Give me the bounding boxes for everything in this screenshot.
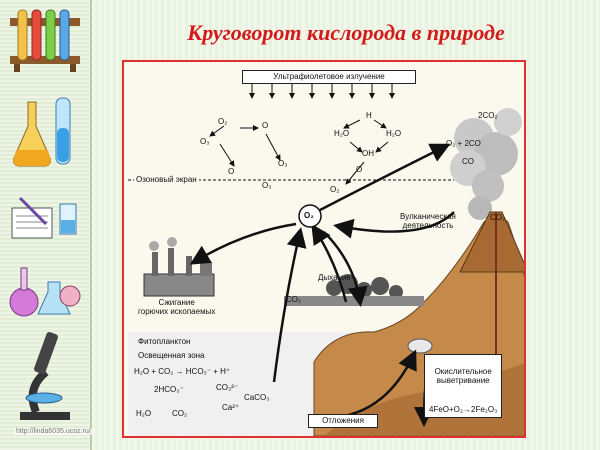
page-title: Круговорот кислорода в природе: [187, 20, 505, 45]
equation-1: H₂O + CO₂ → HCO₃⁻ + H⁺: [134, 367, 231, 376]
caco3-label: CaCO₃: [244, 393, 270, 402]
volcano-co: CO: [462, 157, 474, 166]
test-tube-rack-icon: [10, 9, 80, 72]
oxidation-equation: 4FeO+O₂→2Fe₂O₃: [429, 404, 498, 414]
h2o-b: H₂O: [386, 129, 402, 138]
oxygen-cycle-diagram: Ультрафиолетовое излучение O₂ O O₃ O₃ O …: [122, 60, 526, 438]
burning-label: Сжигание горючих ископаемых: [138, 298, 216, 317]
chemistry-glassware-icon: [9, 267, 81, 317]
ca-label: Ca²⁺: [222, 403, 240, 412]
breathing-label: Дыхание: [318, 273, 351, 282]
volcanic-cloud: [450, 108, 522, 220]
uv-label: Ультрафиолетовое излучение: [242, 70, 416, 84]
factory-icon: [143, 237, 215, 297]
ozone-screen-label: Озоновый экран: [134, 175, 199, 184]
oh-label: OH: [362, 149, 374, 158]
oxidation-label: Окислительное выветривание: [434, 366, 492, 386]
co2-land: CO₂: [286, 295, 302, 304]
microscope-icon: [20, 332, 70, 420]
volcano-co2: CO₂: [490, 213, 506, 222]
ozone-reaction-arrows: [209, 119, 389, 185]
decorative-sidebar: http://linda6035.ucoz.ru/: [0, 0, 93, 450]
h2o-a: H₂O: [334, 129, 350, 138]
volcano: [459, 211, 524, 273]
o2-a: O₂: [218, 117, 228, 126]
equation-2: 2HCO₃⁻: [154, 385, 184, 394]
pond: [407, 338, 433, 354]
o3-low: O₃: [262, 181, 272, 190]
volcano-eq: O₂ + 2CO: [446, 139, 481, 148]
o2-center: O₂: [304, 211, 314, 220]
volcano-top: 2CO₂: [478, 111, 498, 120]
o2-b: O₂: [330, 185, 340, 194]
o3-b: O₃: [278, 159, 288, 168]
co2-bottom: CO₂: [172, 409, 188, 418]
volcano-label: Вулканическая деятельность: [400, 212, 456, 231]
source-url: http://linda6035.ucoz.ru/: [14, 428, 93, 435]
oxidation-box: Окислительное выветривание 4FeO+O₂→2Fe₂O…: [424, 354, 503, 418]
h2o-bottom: H₂O: [136, 409, 152, 418]
h-label: H: [366, 111, 372, 120]
phytoplankton-label: Фитопланктон: [138, 337, 191, 346]
o3-a: O₃: [200, 137, 210, 146]
lit-zone-label: Освещенная зона: [138, 351, 205, 360]
o-a: O: [262, 121, 269, 130]
equation-2-right: CO₃²⁻: [216, 383, 239, 392]
oxygen-center-circle: [298, 204, 322, 228]
o-b: O: [228, 167, 235, 176]
notebook-and-beaker-icon: [11, 196, 77, 239]
flasks-icon: [13, 97, 71, 167]
deposits-label: Отложения: [308, 414, 378, 428]
o-low: O: [356, 165, 363, 174]
